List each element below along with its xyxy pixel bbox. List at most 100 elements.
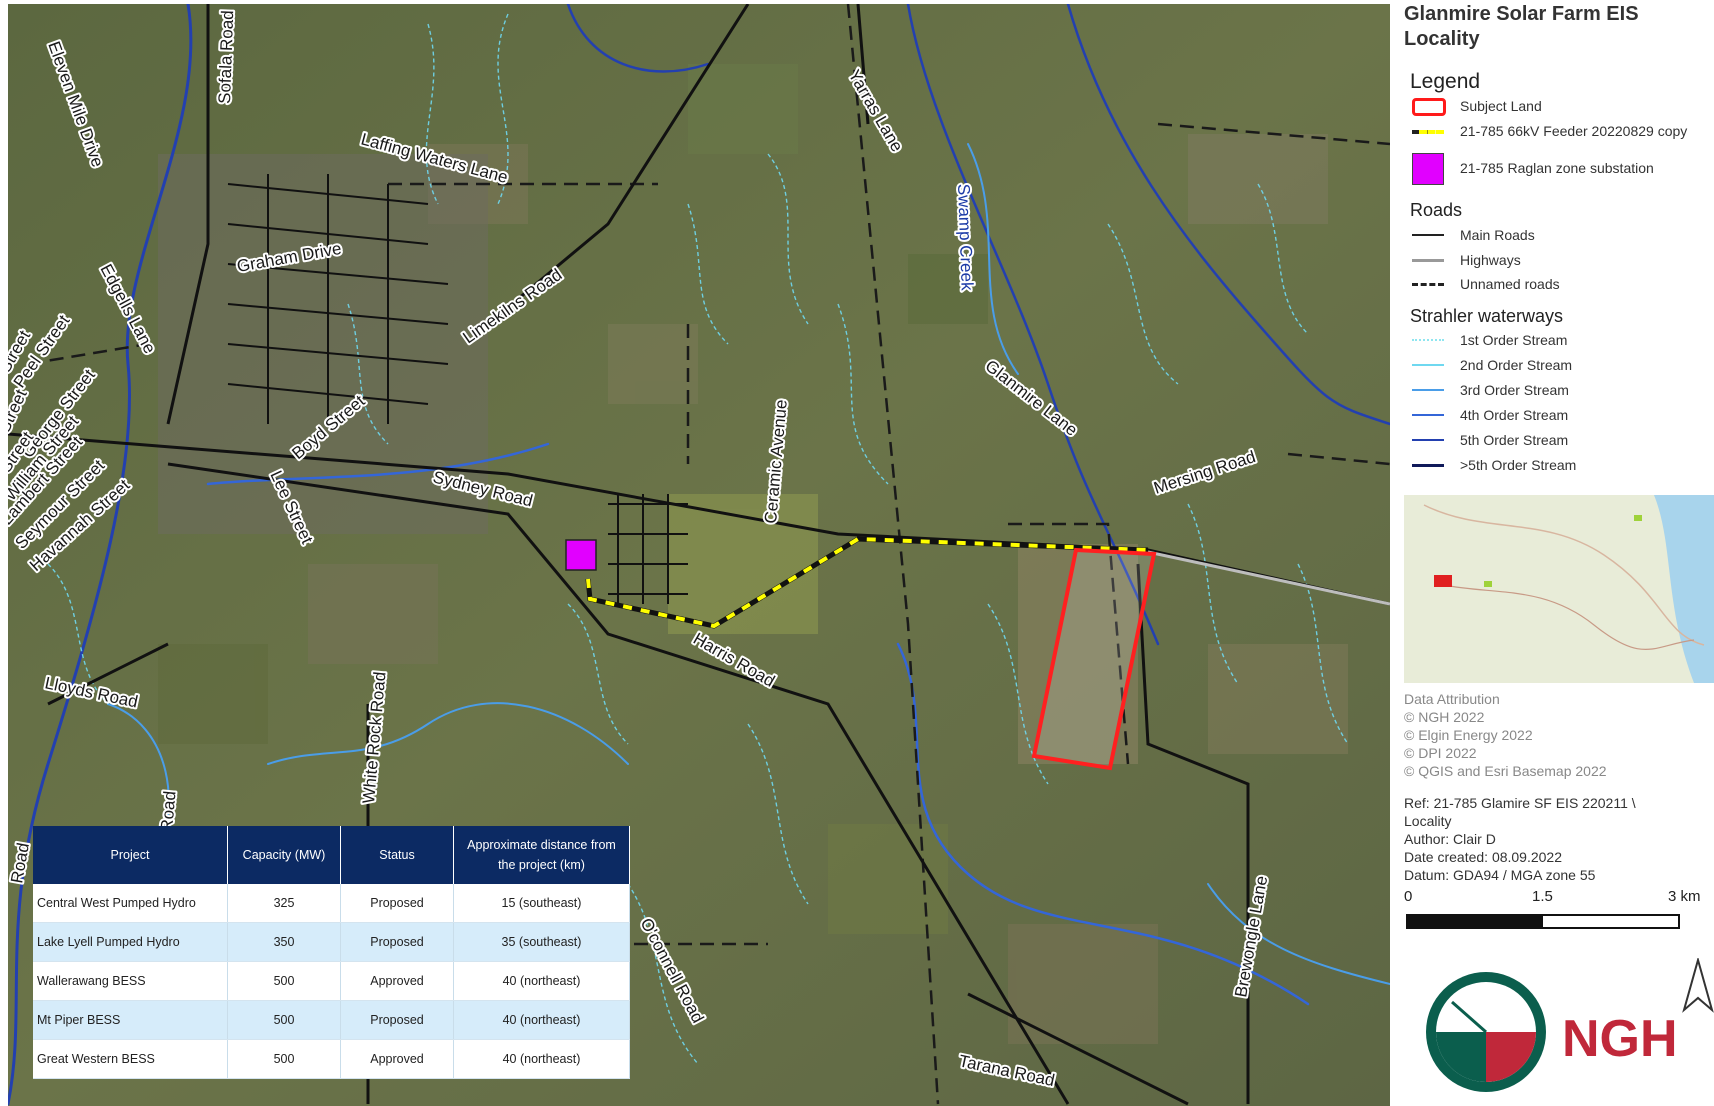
ref-line: Locality [1404, 813, 1452, 829]
north-arrow-icon [1682, 958, 1714, 1013]
legend-item-label: 2nd Order Stream [1460, 357, 1573, 373]
column-header-project: Project [33, 826, 228, 884]
cell-project: Central West Pumped Hydro [33, 884, 228, 923]
cell-capacity: 500 [227, 1039, 341, 1079]
table-row: Mt Piper BESS 500 Proposed 40 (northeast… [33, 1000, 630, 1040]
main-road-swatch [1410, 225, 1446, 245]
label-swamp-creek: Swamp Creek [954, 183, 977, 291]
ref-line: Ref: 21-785 Glamire SF EIS 220211 \ [1404, 795, 1636, 811]
waterways [8, 4, 1390, 1106]
scale-bar-graphic [1406, 914, 1680, 929]
label-road-fragment: Road [8, 841, 33, 884]
highway-swatch [1410, 250, 1446, 270]
legend-stream-4: 4th Order Stream [1410, 405, 1568, 425]
legend-item-label: 3rd Order Stream [1460, 382, 1569, 398]
legend-stream-6: >5th Order Stream [1410, 455, 1576, 475]
legend-item-feeder: 21-785 66kV Feeder 20220829 copy [1410, 121, 1687, 141]
table-row: Central West Pumped Hydro 325 Proposed 1… [33, 884, 630, 923]
attribution-line: © QGIS and Esri Basemap 2022 [1404, 763, 1607, 779]
legend-item-label: Subject Land [1460, 98, 1542, 114]
legend-item-label: Unnamed roads [1460, 276, 1560, 292]
stream-5-swatch [1410, 430, 1446, 450]
legend-item-label: 21-785 Raglan zone substation [1460, 160, 1654, 176]
cell-capacity: 350 [227, 922, 341, 962]
attribution-line: Data Attribution [1404, 691, 1500, 707]
stream-6-swatch [1410, 455, 1446, 475]
cell-distance: 40 (northeast) [453, 961, 630, 1001]
feeder-swatch [1410, 121, 1446, 141]
attribution-line: © NGH 2022 [1404, 709, 1485, 725]
legend-stream-2: 2nd Order Stream [1410, 355, 1572, 375]
cell-status: Proposed [340, 884, 454, 923]
stream-3-swatch [1410, 380, 1446, 400]
waterways-heading: Strahler waterways [1410, 306, 1564, 326]
data-attribution: Data Attribution © NGH 2022 © Elgin Ener… [1404, 690, 1607, 780]
table-header-row: Project Capacity (MW) Status Approximate… [33, 826, 630, 884]
cell-capacity: 500 [227, 961, 341, 1001]
cell-status: Proposed [340, 922, 454, 962]
cell-distance: 40 (northeast) [453, 1039, 630, 1079]
label-road-fragment: Road [157, 790, 179, 832]
legend-stream-1: 1st Order Stream [1410, 330, 1567, 350]
stream-4-swatch [1410, 405, 1446, 425]
town-streets [227, 174, 688, 604]
legend-item-label: 5th Order Stream [1460, 432, 1569, 448]
inset-locator-map [1404, 495, 1714, 683]
roads-heading: Roads [1410, 200, 1463, 220]
substation-swatch [1410, 153, 1446, 185]
legend-item-subject-land: Subject Land [1410, 96, 1542, 116]
table-row: Lake Lyell Pumped Hydro 350 Proposed 35 … [33, 922, 630, 962]
legend-item-label: 21-785 66kV Feeder 20220829 copy [1460, 123, 1688, 139]
subject-land-swatch [1410, 96, 1446, 116]
cell-distance: 40 (northeast) [453, 1000, 630, 1040]
column-header-distance: Approximate distance from the project (k… [453, 826, 630, 884]
map-reference-info: Ref: 21-785 Glamire SF EIS 220211 \ Loca… [1404, 794, 1636, 884]
ngh-logo: NGH [1426, 972, 1678, 1092]
table-row: Wallerawang BESS 500 Approved 40 (northe… [33, 961, 630, 1001]
cell-distance: 35 (southeast) [453, 922, 630, 962]
legend-item-label: Highways [1460, 252, 1521, 268]
cell-project: Wallerawang BESS [33, 961, 228, 1001]
legend-road-unnamed: Unnamed roads [1410, 274, 1560, 294]
legend-item-label: Main Roads [1460, 227, 1535, 243]
cell-status: Proposed [340, 1000, 454, 1040]
unnamed-road-swatch [1410, 274, 1446, 294]
legend-title: Legend [1410, 70, 1481, 93]
ref-line: Date created: 08.09.2022 [1404, 849, 1563, 865]
scale-bar: 0 1.5 3 km [1404, 888, 1710, 929]
column-header-status: Status [340, 826, 454, 884]
table-row: Great Western BESS 500 Approved 40 (nort… [33, 1039, 630, 1079]
nearby-projects-table: Project Capacity (MW) Status Approximate… [33, 826, 630, 1079]
legend-item-substation: 21-785 Raglan zone substation [1410, 153, 1654, 185]
feeder-line-dash [586, 536, 1149, 629]
column-header-capacity: Capacity (MW) [227, 826, 341, 884]
legend-stream-5: 5th Order Stream [1410, 430, 1568, 450]
label-sofala-road: Sofala Road [215, 10, 237, 104]
logo-text: NGH [1562, 1010, 1678, 1068]
cell-capacity: 325 [227, 884, 341, 923]
scale-label-zero: 0 [1404, 888, 1413, 905]
legend-road-main: Main Roads [1410, 225, 1535, 245]
highway [1147, 550, 1390, 606]
legend-item-label: 1st Order Stream [1460, 332, 1568, 348]
cell-capacity: 500 [227, 1000, 341, 1040]
ref-line: Datum: GDA94 / MGA zone 55 [1404, 867, 1596, 883]
subject-land [1031, 547, 1157, 771]
scale-label-end: 3 km [1668, 888, 1701, 905]
scale-label-mid: 1.5 [1532, 888, 1553, 905]
raglan-zone-substation [565, 539, 597, 571]
attribution-line: © Elgin Energy 2022 [1404, 727, 1533, 743]
field-patches [158, 64, 1348, 1044]
legend-road-highway: Highways [1410, 250, 1521, 270]
cell-project: Lake Lyell Pumped Hydro [33, 922, 228, 962]
ref-line: Author: Clair D [1404, 831, 1496, 847]
legend-item-label: >5th Order Stream [1460, 457, 1577, 473]
map-title-line1: Glanmire Solar Farm EIS [1404, 3, 1639, 25]
cell-distance: 15 (southeast) [453, 884, 630, 923]
cell-status: Approved [340, 961, 454, 1001]
stream-2-swatch [1410, 355, 1446, 375]
map-sidebar: Glanmire Solar Farm EIS Locality Legend … [1392, 0, 1714, 1106]
cell-status: Approved [340, 1039, 454, 1079]
stream-1-swatch [1410, 330, 1446, 350]
map-title-line2: Locality [1404, 28, 1480, 50]
